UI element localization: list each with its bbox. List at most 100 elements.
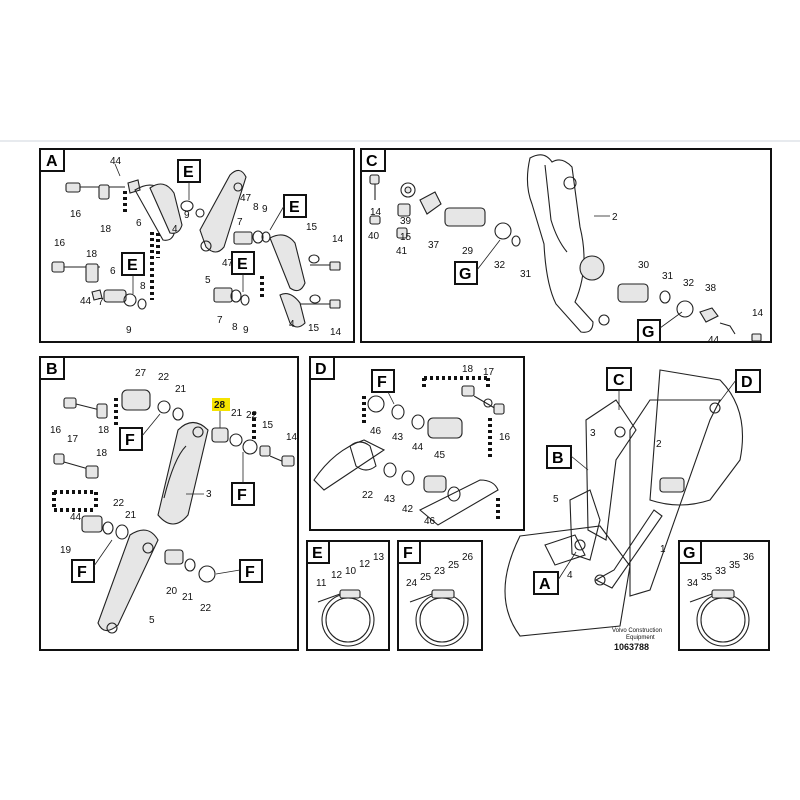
part-21-b4[interactable]: 21 bbox=[182, 592, 194, 603]
part-6[interactable]: 6 bbox=[136, 218, 142, 229]
part-33[interactable]: 33 bbox=[715, 566, 727, 577]
part-17[interactable]: 17 bbox=[67, 434, 79, 445]
part-7c[interactable]: 7 bbox=[217, 315, 223, 326]
part-31[interactable]: 31 bbox=[520, 269, 532, 280]
part-45[interactable]: 45 bbox=[434, 450, 446, 461]
part-32[interactable]: 32 bbox=[494, 260, 506, 271]
part-31b[interactable]: 31 bbox=[662, 271, 674, 282]
part-14-c1[interactable]: 14 bbox=[370, 207, 382, 218]
part-22-b4[interactable]: 22 bbox=[200, 603, 212, 614]
ref-e-1[interactable]: E bbox=[177, 159, 201, 200]
part-43-d1[interactable]: 43 bbox=[392, 432, 404, 443]
part-44b[interactable]: 44 bbox=[80, 296, 92, 307]
part-25[interactable]: 25 bbox=[420, 572, 432, 583]
part-5-main[interactable]: 5 bbox=[553, 494, 559, 505]
part-44[interactable]: 44 bbox=[110, 156, 122, 167]
part-8c[interactable]: 8 bbox=[232, 322, 238, 333]
part-23[interactable]: 23 bbox=[434, 566, 446, 577]
part-46-d2[interactable]: 46 bbox=[424, 516, 436, 527]
part-21-b2[interactable]: 21 bbox=[231, 408, 243, 419]
part-5[interactable]: 5 bbox=[205, 275, 211, 286]
part-12[interactable]: 12 bbox=[331, 570, 343, 581]
part-3[interactable]: 3 bbox=[206, 489, 212, 500]
part-27[interactable]: 27 bbox=[135, 368, 147, 379]
part-7[interactable]: 7 bbox=[237, 217, 243, 228]
part-32b[interactable]: 32 bbox=[683, 278, 695, 289]
part-16b[interactable]: 16 bbox=[54, 238, 66, 249]
part-18-b1[interactable]: 18 bbox=[98, 425, 110, 436]
part-18b[interactable]: 18 bbox=[86, 249, 98, 260]
ref-e-4[interactable]: E bbox=[231, 251, 255, 292]
part-15-b[interactable]: 15 bbox=[262, 420, 274, 431]
part-14-c2[interactable]: 14 bbox=[752, 308, 764, 319]
part-12b[interactable]: 12 bbox=[359, 559, 371, 570]
part-40[interactable]: 40 bbox=[368, 231, 380, 242]
part-47[interactable]: 47 bbox=[240, 193, 252, 204]
ref-b-main[interactable]: B bbox=[546, 445, 589, 471]
part-38[interactable]: 38 bbox=[705, 283, 717, 294]
part-22-b1[interactable]: 22 bbox=[158, 372, 170, 383]
part-44-c[interactable]: 44 bbox=[708, 335, 720, 346]
ref-e-3[interactable]: E bbox=[121, 252, 145, 294]
ref-g-1[interactable]: G bbox=[454, 239, 501, 285]
ref-f-4[interactable]: F bbox=[215, 559, 263, 583]
part-15-c[interactable]: 15 bbox=[400, 232, 412, 243]
part-24[interactable]: 24 bbox=[406, 578, 418, 589]
ref-d-main[interactable]: D bbox=[717, 369, 761, 405]
part-9d[interactable]: 9 bbox=[243, 325, 249, 336]
part-18-d[interactable]: 18 bbox=[462, 364, 474, 375]
part-14b[interactable]: 14 bbox=[330, 327, 342, 338]
part-20[interactable]: 20 bbox=[166, 586, 178, 597]
part-8[interactable]: 8 bbox=[253, 202, 259, 213]
part-46-d1[interactable]: 46 bbox=[370, 426, 382, 437]
part-42[interactable]: 42 bbox=[402, 504, 414, 515]
part-21-b3[interactable]: 21 bbox=[125, 510, 137, 521]
part-26[interactable]: 26 bbox=[462, 552, 474, 563]
part-18[interactable]: 18 bbox=[100, 224, 112, 235]
part-35[interactable]: 35 bbox=[701, 572, 713, 583]
part-9c[interactable]: 9 bbox=[126, 325, 132, 336]
part-22-d[interactable]: 22 bbox=[362, 490, 374, 501]
part-10[interactable]: 10 bbox=[345, 566, 357, 577]
part-14-b[interactable]: 14 bbox=[286, 432, 298, 443]
ref-f-3[interactable]: F bbox=[71, 539, 113, 583]
part-13[interactable]: 13 bbox=[373, 552, 385, 563]
part-3-main[interactable]: 3 bbox=[590, 428, 596, 439]
part-18-b2[interactable]: 18 bbox=[96, 448, 108, 459]
part-6b[interactable]: 6 bbox=[110, 266, 116, 277]
part-30[interactable]: 30 bbox=[638, 260, 650, 271]
part-47b[interactable]: 47 bbox=[222, 258, 234, 269]
part-44-b[interactable]: 44 bbox=[70, 512, 82, 523]
part-2-main[interactable]: 2 bbox=[656, 439, 662, 450]
part-7b[interactable]: 7 bbox=[98, 297, 104, 308]
ref-f-2[interactable]: F bbox=[231, 452, 255, 506]
part-4-main[interactable]: 4 bbox=[567, 570, 573, 581]
part-41[interactable]: 41 bbox=[396, 246, 408, 257]
part-8b[interactable]: 8 bbox=[140, 281, 146, 292]
part-37[interactable]: 37 bbox=[428, 240, 440, 251]
part-39[interactable]: 39 bbox=[400, 216, 412, 227]
part-16-b[interactable]: 16 bbox=[50, 425, 62, 436]
part-17-d[interactable]: 17 bbox=[483, 367, 495, 378]
part-44-d[interactable]: 44 bbox=[412, 442, 424, 453]
part-29[interactable]: 29 bbox=[462, 246, 474, 257]
part-9[interactable]: 9 bbox=[184, 210, 190, 221]
ref-a-main[interactable]: A bbox=[533, 551, 577, 595]
part-5-b[interactable]: 5 bbox=[149, 615, 155, 626]
part-4[interactable]: 4 bbox=[172, 224, 178, 235]
part-16[interactable]: 16 bbox=[70, 209, 82, 220]
ref-g-2[interactable]: G bbox=[637, 311, 683, 343]
part-16-d[interactable]: 16 bbox=[499, 432, 511, 443]
part-2-c[interactable]: 2 bbox=[612, 212, 618, 223]
part-9b[interactable]: 9 bbox=[262, 204, 268, 215]
ref-e-2[interactable]: E bbox=[269, 194, 307, 231]
part-22-b3[interactable]: 22 bbox=[113, 498, 125, 509]
part-34[interactable]: 34 bbox=[687, 578, 699, 589]
part-1-main[interactable]: 1 bbox=[660, 544, 666, 555]
part-19[interactable]: 19 bbox=[60, 545, 72, 556]
part-43-d2[interactable]: 43 bbox=[384, 494, 396, 505]
part-4b[interactable]: 4 bbox=[289, 319, 295, 330]
part-11[interactable]: 11 bbox=[316, 578, 327, 589]
part-21-b1[interactable]: 21 bbox=[175, 384, 187, 395]
part-22-b2[interactable]: 22 bbox=[246, 410, 258, 421]
